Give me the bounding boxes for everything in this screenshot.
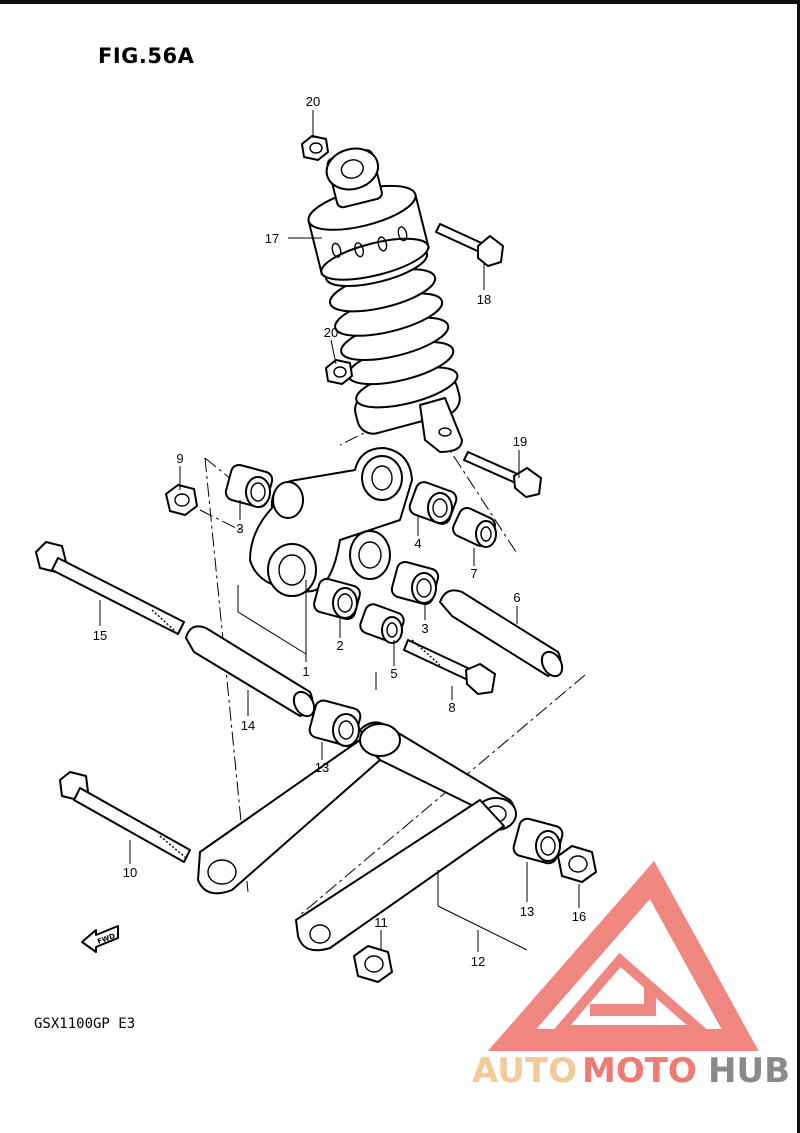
nut-11 [353,945,393,983]
bearing-3-lower [390,560,440,606]
fwd-arrow-icon [81,925,119,953]
callout-16: 16 [572,909,586,924]
callout-13-upper: 13 [315,760,329,775]
nut-20-upper [301,135,329,161]
bolt-18 [435,223,504,267]
callout-20-lower: 20 [324,325,338,340]
callout-2: 2 [336,638,343,653]
callout-18: 18 [477,292,491,307]
callout-6: 6 [513,590,520,605]
callout-19: 19 [513,434,527,449]
collar-5 [359,603,405,644]
watermark-brand-part1: AUTO [472,1051,577,1091]
callout-8: 8 [448,700,455,715]
callout-13-lower: 13 [520,904,534,919]
spacer-14 [185,625,316,718]
bearing-13-lower [512,817,564,865]
model-code: GSX1100GP E3 [34,1016,136,1032]
callout-14: 14 [241,718,255,733]
callout-17: 17 [265,231,279,246]
callout-5: 5 [390,666,397,681]
callout-3-lower: 3 [421,621,428,636]
shock-absorber [307,147,463,453]
callout-7: 7 [470,566,477,581]
nut-20-lower [325,359,353,385]
bearing-2 [313,577,361,621]
callout-1: 1 [302,664,309,679]
collar-7 [452,507,497,548]
nut-16 [557,845,597,883]
watermark-brand-part2: MOTO [582,1051,697,1091]
callout-10: 10 [123,865,137,880]
bearing-3-upper [224,463,274,509]
callout-3-upper: 3 [236,521,243,536]
bolt-8 [403,639,496,695]
bolt-19 [463,451,542,498]
leader-lines [99,110,580,952]
figure-title: FIG.56A [98,44,195,68]
sheet-border-top [0,0,800,4]
callout-11: 11 [374,915,388,930]
bearing-4 [408,481,458,525]
bearing-13-upper [308,699,362,747]
callout-9: 9 [176,451,183,466]
cushion-lever [249,447,413,597]
watermark-brand-part3: HUB [708,1051,790,1091]
bolt-10 [59,771,191,863]
callout-20-upper: 20 [306,94,320,109]
bolt-15 [35,541,185,635]
cushion-rod [197,721,517,952]
watermark-logo [487,860,759,1051]
nut-9 [165,484,198,516]
spacer-6 [439,589,564,678]
callout-12: 12 [471,954,485,969]
sheet-border-right [797,0,800,1133]
callout-15: 15 [93,628,107,643]
callout-4: 4 [414,536,421,551]
callout-labels: 20 17 18 20 19 9 3 4 7 15 6 3 2 1 5 8 14… [93,94,586,969]
